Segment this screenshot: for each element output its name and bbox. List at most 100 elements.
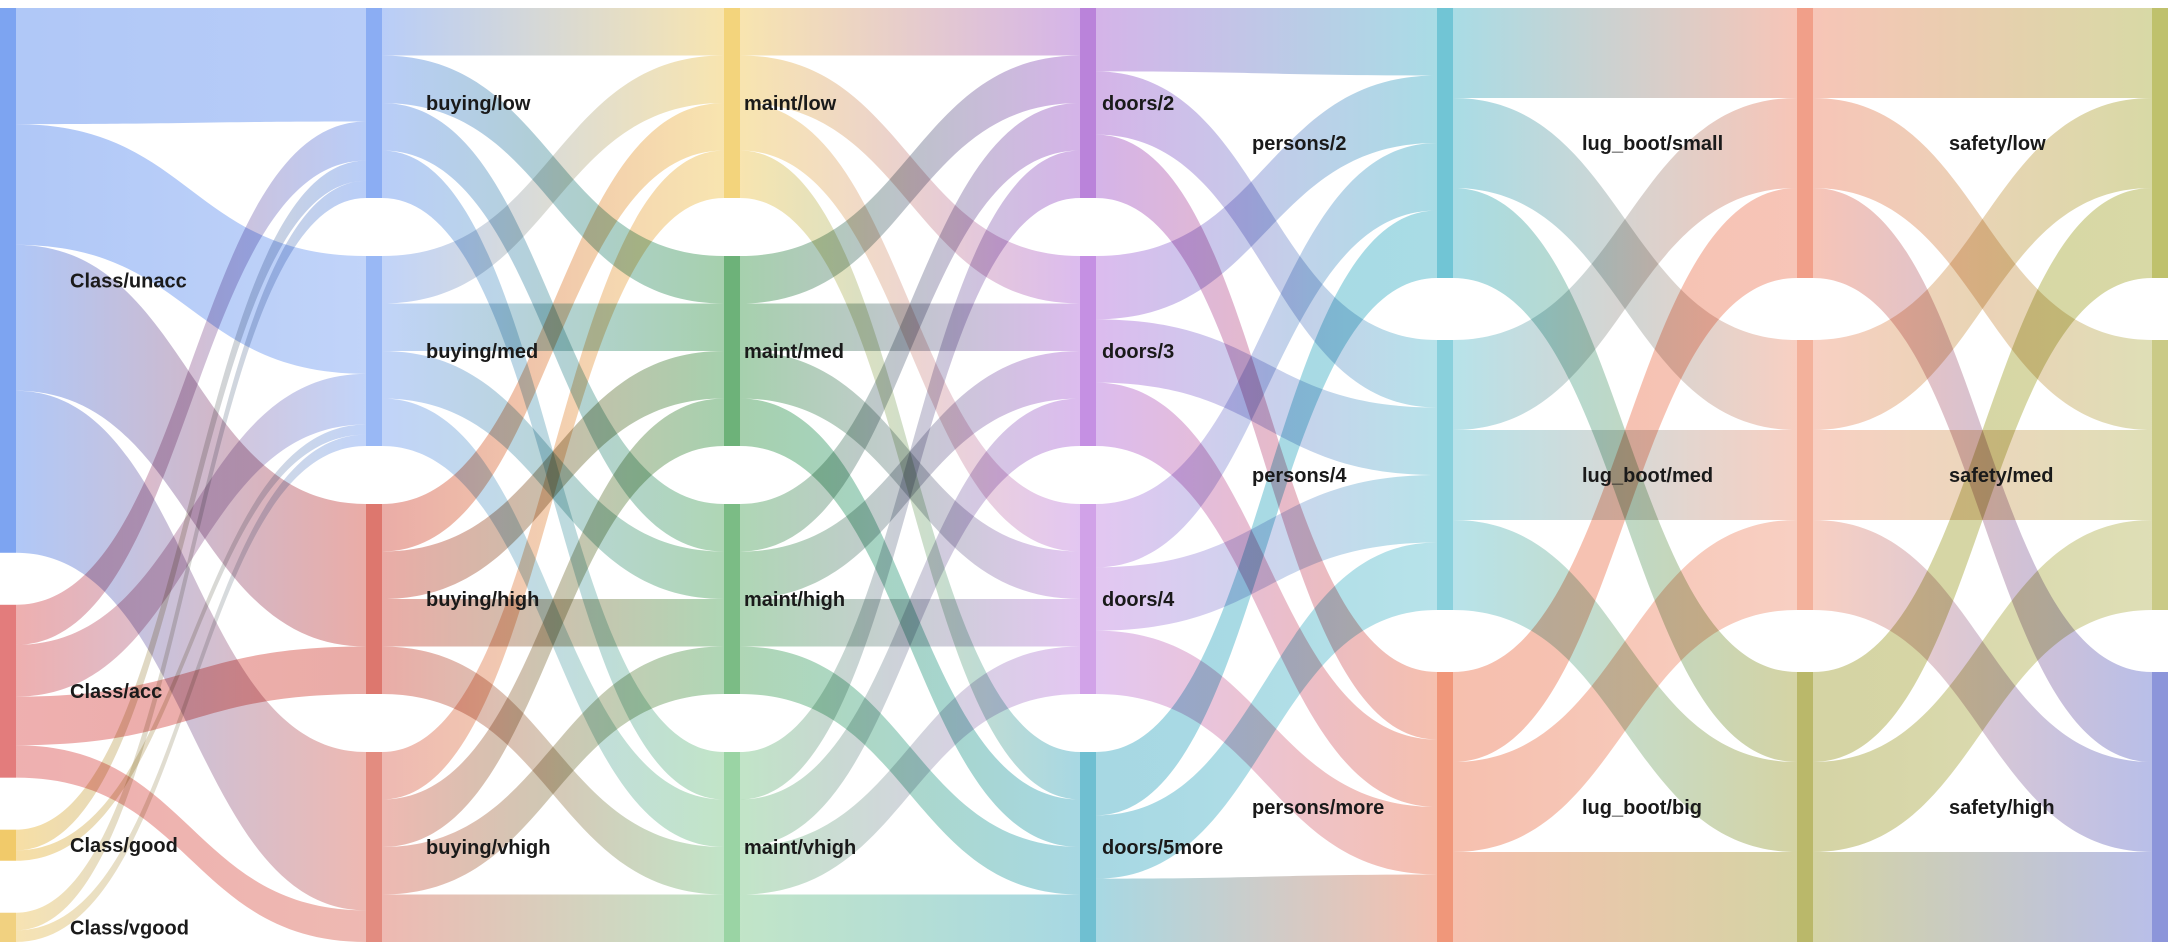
link-doors-2-to-persons-more[interactable] (1096, 134, 1437, 740)
label-class-vgood: Class/vgood (70, 917, 189, 939)
link-persons-more-to-lug-boot-med[interactable] (1453, 520, 1797, 852)
link-doors-5more-to-persons-more[interactable] (1096, 874, 1437, 943)
label-lug-boot-big: lug_boot/big (1582, 797, 1702, 819)
node-class-unacc[interactable] (0, 8, 16, 553)
label-persons-2: persons/2 (1252, 133, 1346, 155)
node-lug-boot-big[interactable] (1797, 672, 1813, 942)
node-persons-2[interactable] (1437, 8, 1453, 278)
link-doors-3-to-persons-4[interactable] (1096, 319, 1437, 475)
labels-layer: Class/unaccClass/accClass/goodClass/vgoo… (70, 93, 2055, 939)
label-doors-4: doors/4 (1102, 589, 1175, 611)
label-persons-4: persons/4 (1252, 465, 1347, 487)
node-buying-high[interactable] (366, 504, 382, 694)
node-buying-low[interactable] (366, 8, 382, 198)
node-maint-med[interactable] (724, 256, 740, 446)
link-buying-vhigh-to-maint-vhigh[interactable] (382, 894, 724, 943)
label-maint-med: maint/med (744, 341, 844, 363)
node-persons-more[interactable] (1437, 672, 1453, 942)
link-class-acc-to-buying-med[interactable] (16, 373, 366, 697)
label-buying-high: buying/high (426, 589, 539, 611)
label-doors-5more: doors/5more (1102, 837, 1223, 859)
link-buying-vhigh-to-maint-med[interactable] (382, 398, 724, 848)
link-doors-4-to-persons-2[interactable] (1096, 143, 1437, 568)
link-doors-3-to-persons-2[interactable] (1096, 75, 1437, 320)
link-doors-5more-to-persons-4[interactable] (1096, 542, 1437, 879)
link-doors-5more-to-persons-2[interactable] (1096, 210, 1437, 816)
label-persons-more: persons/more (1252, 797, 1384, 819)
node-buying-vhigh[interactable] (366, 752, 382, 942)
link-persons-4-to-lug-boot-small[interactable] (1453, 98, 1797, 430)
link-maint-vhigh-to-doors-5more[interactable] (740, 894, 1080, 943)
link-class-unacc-to-buying-med[interactable] (16, 124, 366, 374)
label-doors-2: doors/2 (1102, 93, 1174, 115)
link-maint-vhigh-to-doors-3[interactable] (740, 398, 1080, 848)
link-buying-vhigh-to-maint-low[interactable] (382, 150, 724, 800)
node-class-good[interactable] (0, 829, 16, 861)
node-persons-4[interactable] (1437, 340, 1453, 610)
link-class-vgood-to-buying-low[interactable] (16, 180, 366, 931)
link-lug-boot-big-to-safety-high[interactable] (1813, 852, 2152, 942)
link-persons-more-to-lug-boot-small[interactable] (1453, 188, 1797, 762)
label-safety-high: safety/high (1949, 797, 2055, 819)
label-buying-vhigh: buying/vhigh (426, 837, 550, 859)
link-lug-boot-big-to-safety-low[interactable] (1813, 188, 2152, 762)
node-class-acc[interactable] (0, 604, 16, 778)
link-buying-vhigh-to-maint-high[interactable] (382, 646, 724, 895)
label-buying-low: buying/low (426, 93, 531, 115)
label-buying-med: buying/med (426, 341, 538, 363)
label-maint-vhigh: maint/vhigh (744, 837, 856, 859)
node-doors-3[interactable] (1080, 256, 1096, 446)
label-lug-boot-med: lug_boot/med (1582, 465, 1713, 487)
link-class-acc-to-buying-high[interactable] (16, 646, 366, 746)
link-maint-vhigh-to-doors-4[interactable] (740, 646, 1080, 895)
link-maint-high-to-doors-2[interactable] (740, 103, 1080, 552)
node-lug-boot-small[interactable] (1797, 8, 1813, 278)
link-maint-vhigh-to-doors-2[interactable] (740, 150, 1080, 800)
link-doors-3-to-persons-more[interactable] (1096, 382, 1437, 807)
node-safety-high[interactable] (2152, 672, 2168, 942)
links-layer (16, 8, 2152, 942)
link-class-acc-to-buying-vhigh[interactable] (16, 745, 366, 942)
link-maint-low-to-doors-2[interactable] (740, 8, 1080, 56)
label-class-acc: Class/acc (70, 681, 162, 703)
link-lug-boot-med-to-safety-low[interactable] (1813, 98, 2152, 430)
link-lug-boot-small-to-safety-low[interactable] (1813, 8, 2152, 98)
label-class-unacc: Class/unacc (70, 270, 187, 292)
node-lug-boot-med[interactable] (1797, 340, 1813, 610)
node-doors-4[interactable] (1080, 504, 1096, 694)
link-class-acc-to-buying-low[interactable] (16, 121, 366, 645)
link-lug-boot-big-to-safety-med[interactable] (1813, 520, 2152, 852)
label-safety-med: safety/med (1949, 465, 2054, 487)
link-class-good-to-buying-low[interactable] (16, 160, 366, 851)
node-maint-high[interactable] (724, 504, 740, 694)
link-class-vgood-to-buying-med[interactable] (16, 434, 366, 942)
node-maint-low[interactable] (724, 8, 740, 198)
node-buying-med[interactable] (366, 256, 382, 446)
link-buying-high-to-maint-low[interactable] (382, 103, 724, 552)
node-safety-low[interactable] (2152, 8, 2168, 278)
link-doors-4-to-persons-more[interactable] (1096, 630, 1437, 875)
node-safety-med[interactable] (2152, 340, 2168, 610)
link-class-unacc-to-buying-vhigh[interactable] (16, 390, 366, 911)
label-doors-3: doors/3 (1102, 341, 1174, 363)
link-persons-more-to-lug-boot-big[interactable] (1453, 852, 1797, 942)
node-class-vgood[interactable] (0, 912, 16, 942)
link-class-good-to-buying-med[interactable] (16, 424, 366, 861)
link-buying-low-to-maint-low[interactable] (382, 8, 724, 56)
link-doors-2-to-persons-2[interactable] (1096, 8, 1437, 76)
node-doors-5more[interactable] (1080, 752, 1096, 942)
link-maint-med-to-doors-2[interactable] (740, 55, 1080, 304)
nodes-layer (0, 8, 2168, 942)
label-lug-boot-small: lug_boot/small (1582, 133, 1723, 155)
label-class-good: Class/good (70, 835, 178, 857)
node-doors-2[interactable] (1080, 8, 1096, 198)
label-safety-low: safety/low (1949, 133, 2046, 155)
link-persons-2-to-lug-boot-small[interactable] (1453, 8, 1797, 98)
link-class-unacc-to-buying-high[interactable] (16, 244, 366, 647)
label-maint-high: maint/high (744, 589, 845, 611)
link-class-unacc-to-buying-low[interactable] (16, 8, 366, 125)
link-buying-med-to-maint-low[interactable] (382, 55, 724, 304)
node-maint-vhigh[interactable] (724, 752, 740, 942)
link-doors-4-to-persons-4[interactable] (1096, 475, 1437, 631)
